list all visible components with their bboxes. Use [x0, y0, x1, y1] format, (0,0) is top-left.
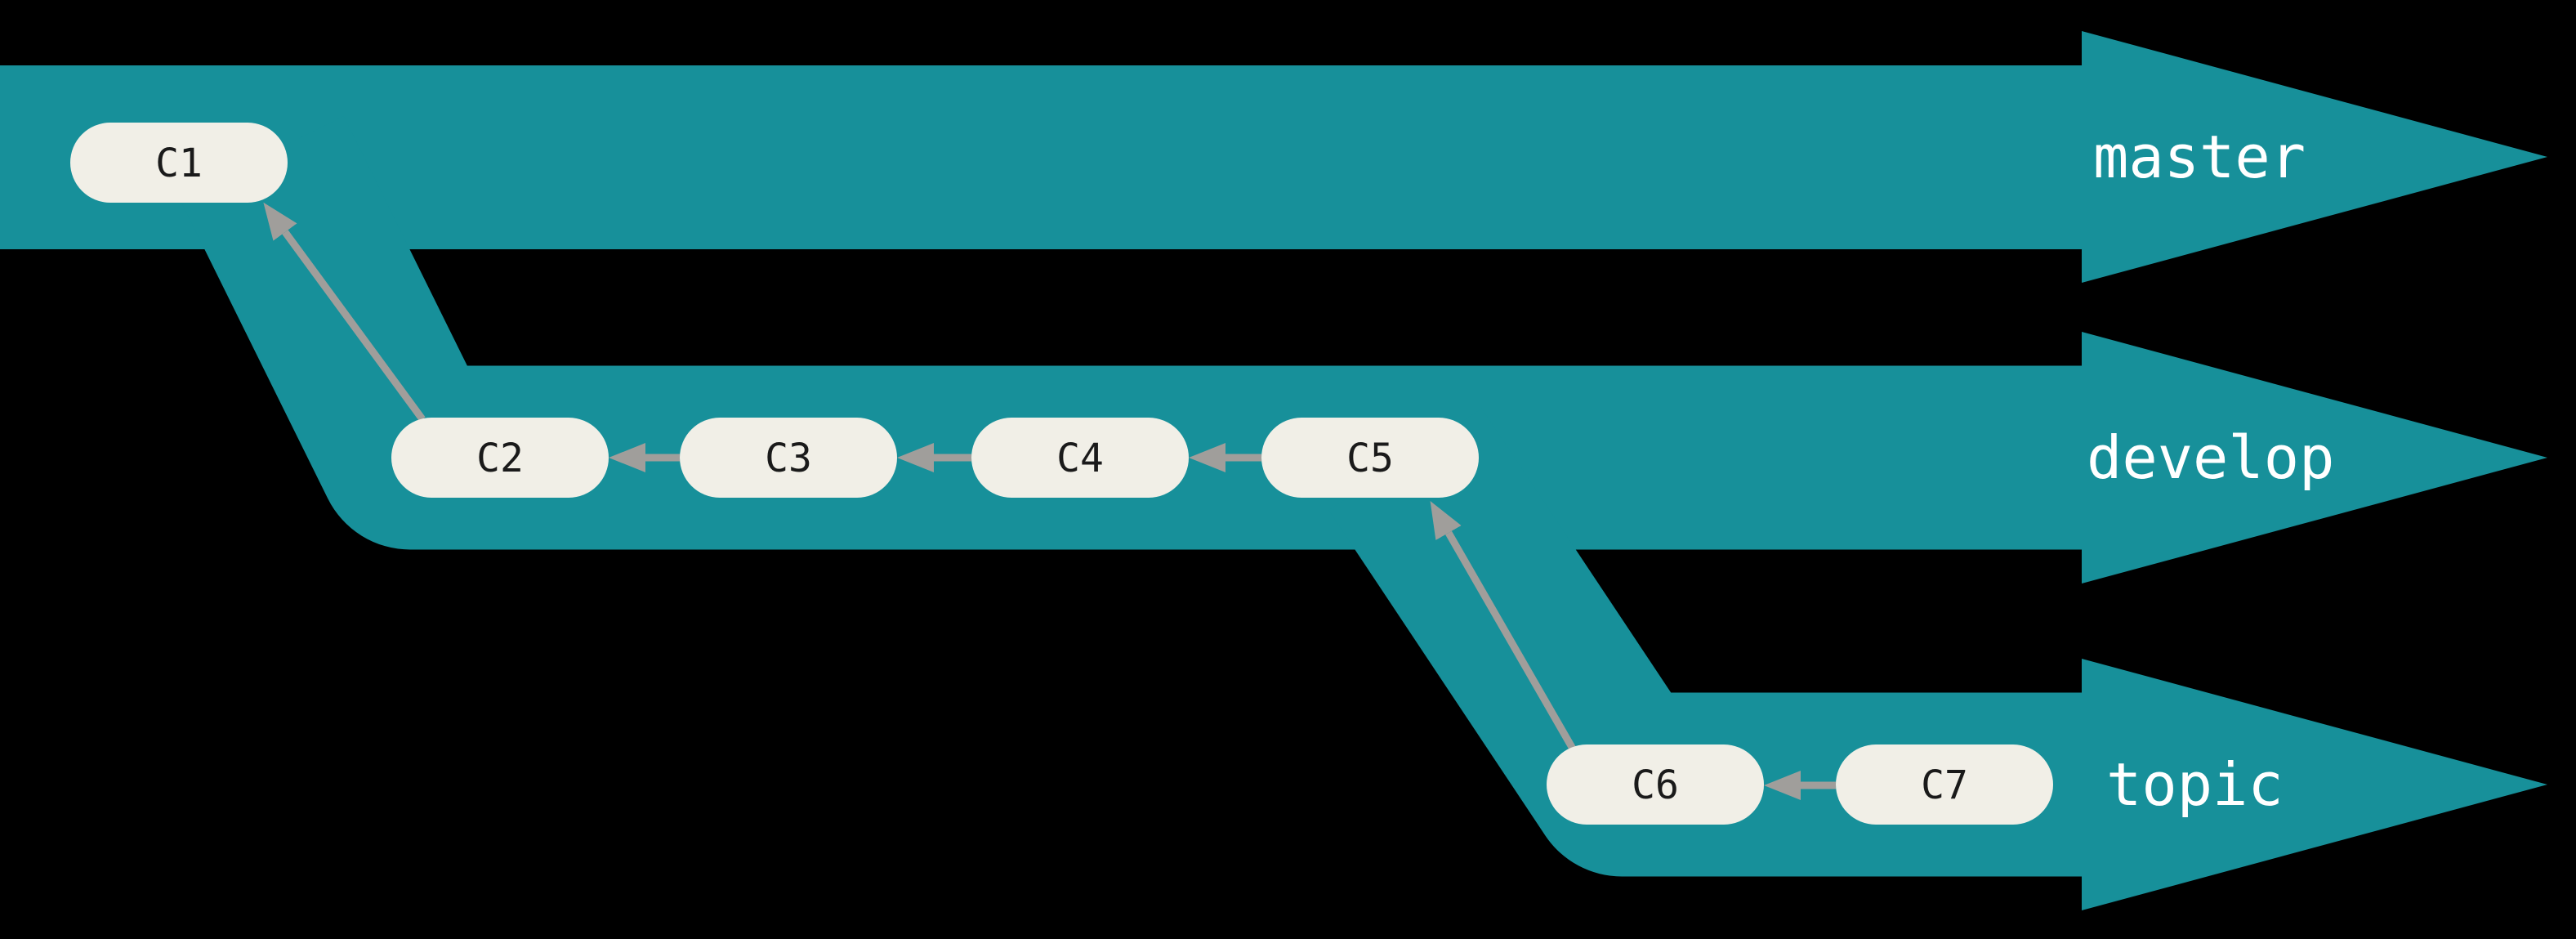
commit-node-c2: C2	[391, 418, 609, 498]
commit-node-c6: C6	[1547, 744, 1764, 825]
commit-pill	[680, 418, 897, 498]
commit-label: C3	[765, 436, 812, 481]
commit-label: C4	[1056, 436, 1104, 481]
topic-arrow-tip	[2082, 659, 2547, 910]
commit-label: C7	[1921, 762, 1968, 808]
commit-pill	[1261, 418, 1479, 498]
commit-pill	[391, 418, 609, 498]
commit-node-c4: C4	[971, 418, 1189, 498]
commit-node-c7: C7	[1836, 744, 2053, 825]
master-arrow-tip	[2082, 31, 2547, 283]
commit-label: C6	[1632, 762, 1679, 808]
commit-node-c3: C3	[680, 418, 897, 498]
commit-pill	[1547, 744, 1764, 825]
parent-arrows	[263, 202, 1836, 800]
commit-pill	[971, 418, 1189, 498]
branch-label-develop: develop	[2087, 423, 2334, 492]
commit-node-c1: C1	[70, 123, 288, 203]
develop-arrow-tip	[2082, 332, 2547, 584]
commit-label: C2	[476, 436, 524, 481]
commit-label: C1	[155, 141, 203, 186]
arrow-c2-to-c1	[263, 202, 426, 422]
commit-node-c5: C5	[1261, 418, 1479, 498]
commit-nodes: C1 C2 C3 C4 C5 C6 C7	[70, 123, 2053, 825]
commit-pill	[70, 123, 288, 203]
commit-label: C5	[1346, 436, 1394, 481]
commit-pill	[1836, 744, 2053, 825]
arrow-c6-to-c5	[1430, 500, 1583, 762]
branch-label-master: master	[2093, 123, 2306, 191]
branch-label-topic: topic	[2106, 750, 2284, 819]
